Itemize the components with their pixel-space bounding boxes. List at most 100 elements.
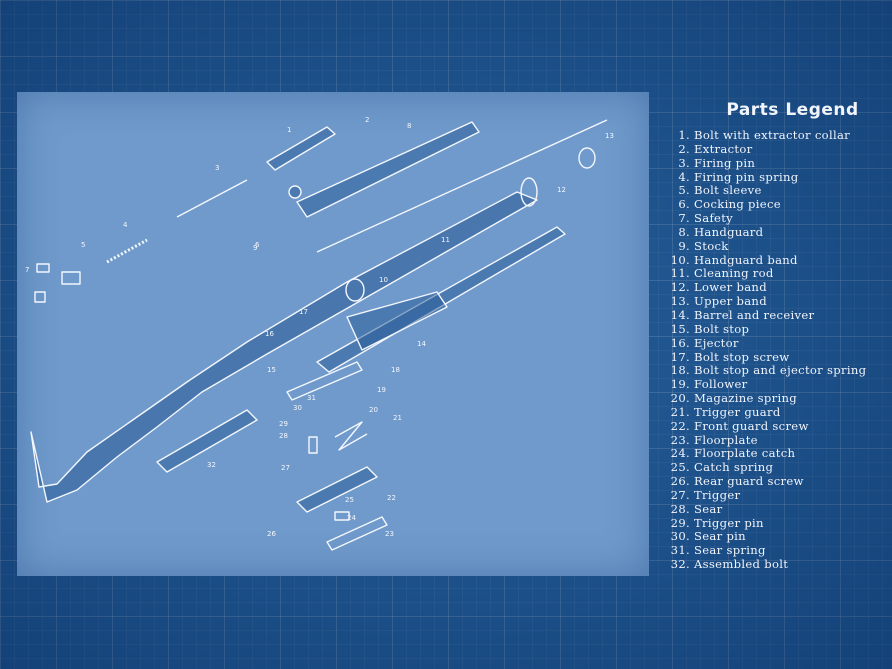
legend-number: 18.	[670, 363, 690, 378]
legend-name: Front guard screw	[694, 418, 809, 433]
bolt-knob-part	[288, 185, 302, 199]
callout-7: 7	[25, 266, 29, 274]
legend-item: 9.Stock	[670, 238, 885, 254]
legend-number: 30.	[670, 529, 690, 544]
legend-item: 23.Floorplate	[670, 433, 885, 448]
legend-name: Magazine spring	[694, 391, 797, 406]
legend-item: 12.Lower band	[670, 280, 885, 295]
legend-name: Sear	[694, 501, 723, 516]
legend-number: 14.	[670, 307, 690, 322]
legend-number: 7.	[678, 211, 690, 226]
legend-item: 31. Sear spring	[670, 543, 885, 558]
legend-item: 18. Bolt stop and ejector spring	[670, 363, 885, 378]
handguard-band-part	[345, 278, 365, 302]
callout-9: 9	[253, 244, 257, 252]
callout-5: 5	[81, 241, 85, 249]
legend-item: 19. Follower	[670, 377, 885, 392]
follower-part	[286, 361, 363, 401]
legend-item: 13.Upper band	[670, 294, 885, 309]
legend-item: 21. Trigger guard	[670, 404, 885, 420]
legend-item: 17. Bolt stop screw	[670, 349, 885, 365]
callout-3: 3	[215, 164, 219, 172]
legend-name: Barrel and receiver	[694, 307, 815, 322]
trigger-guard-part	[296, 466, 378, 513]
legend-item: 22. Front guard screw	[670, 418, 885, 434]
legend-name: Handguard band	[694, 252, 798, 267]
legend-number: 29.	[670, 515, 690, 530]
legend-name: Firing pin spring	[694, 169, 799, 184]
bolt-part	[266, 126, 336, 171]
legend-name: Follower	[694, 377, 748, 392]
legend-name: Bolt stop	[694, 321, 750, 336]
legend-number: 9.	[678, 238, 690, 253]
callout-29: 29	[279, 420, 288, 428]
legend-number: 21.	[670, 404, 690, 419]
legend-name: Floorplate catch	[694, 446, 796, 461]
callout-10: 10	[379, 276, 388, 284]
legend-number: 8.	[678, 224, 690, 239]
legend-item: 6.Cocking piece	[670, 197, 885, 212]
upper-band-part	[578, 147, 596, 169]
legend-item: 3.Firing pin	[670, 155, 885, 171]
legend-name: Safety	[694, 211, 734, 226]
legend-number: 22.	[670, 418, 690, 433]
legend-list: 1.Bolt with extractor collar 2.Extractor…	[670, 128, 885, 572]
assembled-bolt-part	[156, 409, 258, 473]
legend-number: 31.	[670, 543, 690, 558]
legend-number: 10.	[670, 252, 690, 267]
callout-13: 13	[605, 132, 614, 140]
legend-number: 11.	[670, 266, 690, 281]
legend-number: 28.	[670, 501, 690, 516]
legend-number: 6.	[678, 197, 690, 212]
legend-number: 4.	[678, 169, 690, 184]
callout-15: 15	[267, 366, 276, 374]
legend-item: 32.Assembled bolt	[670, 557, 885, 572]
legend-name: Sear pin	[694, 529, 746, 544]
parts-legend: Parts Legend 1.Bolt with extractor colla…	[670, 100, 885, 572]
legend-number: 24.	[670, 446, 690, 461]
legend-name: Trigger pin	[694, 515, 764, 530]
callout-30: 30	[293, 404, 302, 412]
callout-19: 19	[377, 386, 386, 394]
legend-item: 5.Bolt sleeve	[670, 183, 885, 198]
legend-name: Handguard	[694, 224, 764, 239]
callout-2: 2	[365, 116, 369, 124]
rifle-exploded-view: 1 2 3 4 5 6 7 8 9 10 11 12 13 14 15 16 1…	[25, 116, 614, 551]
legend-number: 13.	[670, 294, 690, 309]
legend-number: 17.	[670, 349, 690, 364]
legend-name: Bolt stop screw	[694, 349, 790, 364]
trigger-part	[308, 436, 318, 454]
legend-number: 15.	[670, 321, 690, 336]
callout-32: 32	[207, 461, 216, 469]
callout-31: 31	[307, 394, 316, 402]
handguard-part	[296, 121, 480, 218]
floorplate-part	[326, 516, 388, 551]
callout-12: 12	[557, 186, 566, 194]
cleaning-rod-part	[316, 119, 608, 253]
sear-part	[334, 511, 350, 521]
callout-17: 17	[299, 308, 308, 316]
legend-name: Extractor	[694, 141, 753, 156]
legend-item: 24. Floorplate catch	[670, 446, 885, 461]
legend-name: Cleaning rod	[694, 266, 774, 281]
cocking-piece-part	[34, 291, 46, 303]
callout-4: 4	[123, 221, 128, 229]
legend-number: 16.	[670, 335, 690, 350]
callout-11: 11	[441, 236, 450, 244]
legend-name: Assembled bolt	[694, 557, 789, 572]
legend-name: Lower band	[694, 280, 767, 295]
legend-item: 4. Firing pin spring	[670, 169, 885, 185]
legend-number: 19.	[670, 377, 690, 392]
callout-27: 27	[281, 464, 290, 472]
legend-name: Trigger guard	[694, 404, 781, 419]
legend-title: Parts Legend	[726, 100, 859, 120]
legend-name: Bolt stop and ejector spring	[694, 363, 867, 378]
legend-name: Trigger	[694, 487, 741, 502]
legend-number: 3.	[678, 155, 690, 170]
legend-item: 27.Trigger	[670, 487, 885, 503]
legend-item: 10. Handguard band	[670, 252, 885, 268]
legend-name: Sear spring	[694, 543, 766, 558]
callout-1: 1	[287, 126, 291, 134]
legend-item: 15. Bolt stop	[670, 321, 885, 337]
callout-24: 24	[347, 514, 356, 522]
